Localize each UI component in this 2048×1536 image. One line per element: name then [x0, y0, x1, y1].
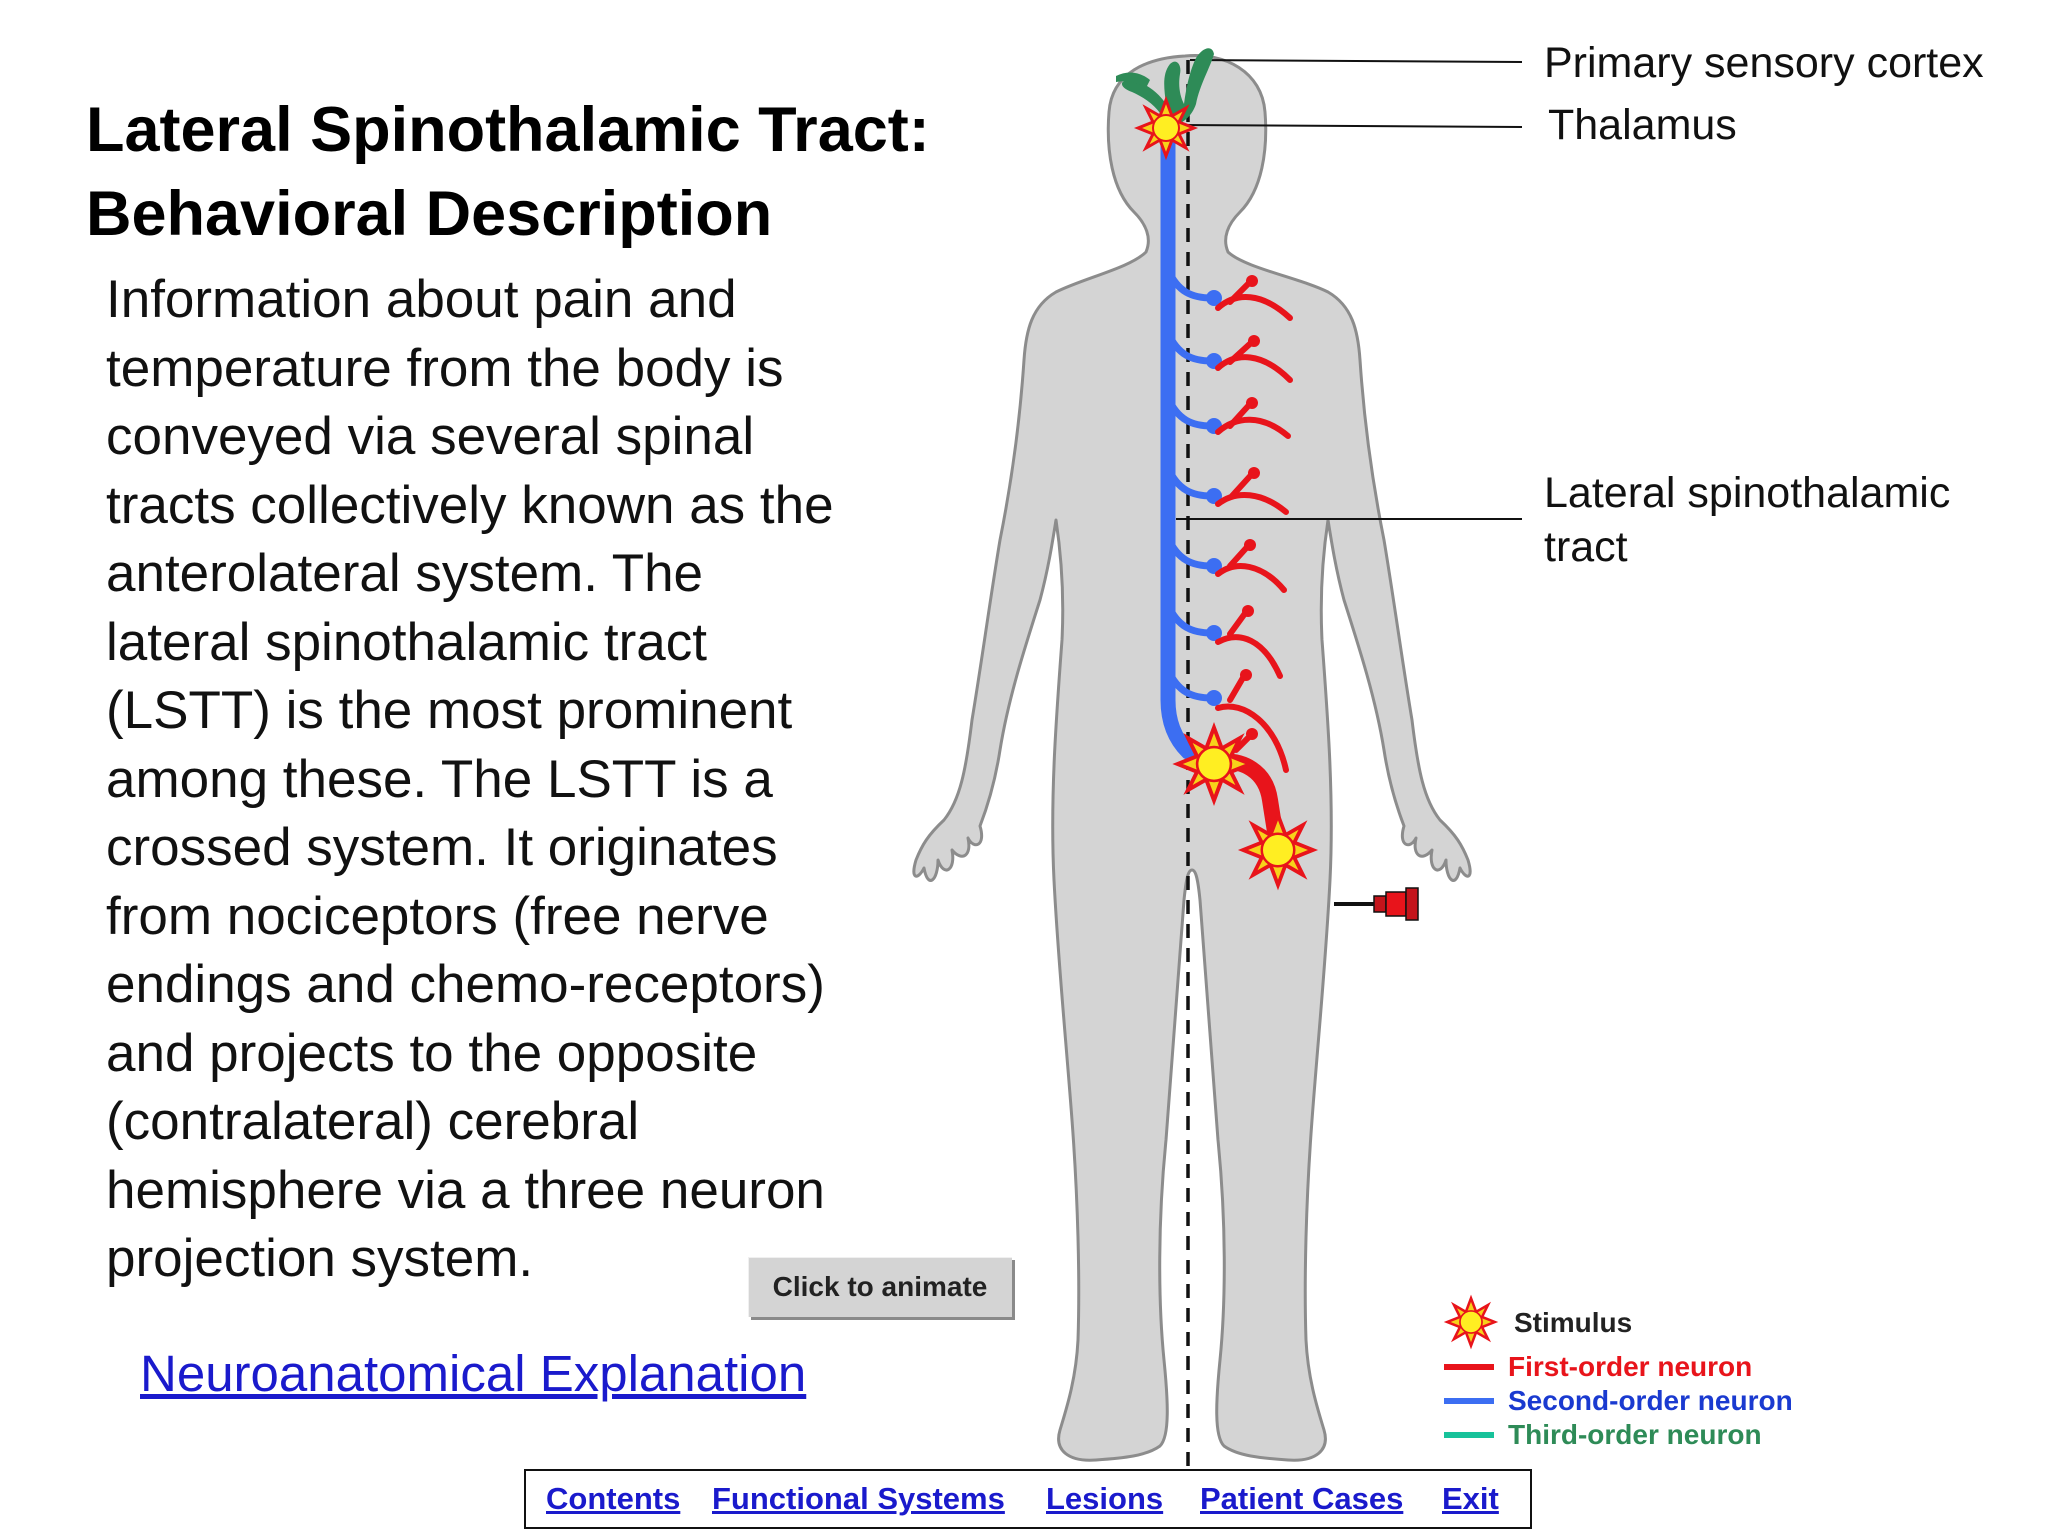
page-title: Lateral Spinothalamic Tract: Behavioral … [86, 88, 930, 256]
bottom-navigation: Contents Functional Systems Lesions Pati… [524, 1469, 1532, 1529]
ganglion-stimulus-icon [1241, 813, 1315, 887]
description-text: Information about pain and temperature f… [106, 266, 906, 1294]
legend-third-order: Third-order neuron [1444, 1418, 1762, 1452]
legend-stimulus-label: Stimulus [1514, 1307, 1633, 1338]
description-line: from nociceptors (free nerve [106, 886, 769, 946]
description-line: tracts collectively known as the [106, 475, 834, 535]
description-line: Information about pain and [106, 270, 737, 329]
description-line: hemisphere via a three neuron [106, 1160, 825, 1220]
title-line-1: Lateral Spinothalamic Tract: [86, 95, 930, 165]
description-line: among these. The LSTT is a [106, 749, 773, 809]
legend-first-order: First-order neuron [1444, 1350, 1752, 1384]
description-line: conveyed via several spinal [106, 407, 755, 466]
thalamus-stimulus-icon [1136, 98, 1196, 158]
cortex-label-text: Primary sensory cortex [1544, 39, 1984, 87]
title-line-2: Behavioral Description [86, 179, 773, 249]
first-order-neurons [1206, 275, 1293, 846]
third-order-neuron [1116, 48, 1214, 127]
description-line: projection system. [106, 1229, 534, 1288]
tract-label-line-1: Lateral spinothalamic [1544, 469, 1951, 517]
description-line: endings and chemo-receptors) [106, 955, 825, 1014]
nav-lesions-link[interactable]: Lesions [1046, 1481, 1164, 1516]
nav-patient-cases-link[interactable]: Patient Cases [1200, 1481, 1404, 1516]
thalamus-label-text: Thalamus [1548, 101, 1737, 149]
nav-functional-systems-link[interactable]: Functional Systems [712, 1481, 1005, 1516]
dorsal-horn-stimulus-icon [1175, 725, 1253, 803]
description-line: temperature from the body is [106, 338, 784, 398]
primary-sensory-cortex-label: Primary sensory cortex [1544, 36, 1984, 90]
description-line: anterolateral system. The [106, 544, 704, 603]
legend-second-order-swatch [1444, 1398, 1494, 1404]
nav-exit-link[interactable]: Exit [1442, 1481, 1499, 1516]
legend-stimulus-icon [1445, 1296, 1497, 1348]
legend-stimulus: Stimulus [1514, 1306, 1632, 1340]
legend-third-order-swatch [1444, 1432, 1494, 1438]
neuroanatomical-explanation-link[interactable]: Neuroanatomical Explanation [140, 1345, 807, 1402]
description-line: crossed system. It originates [106, 818, 778, 877]
legend-second-order-label: Second-order neuron [1508, 1385, 1793, 1416]
lateral-spinothalamic-tract-label: Lateral spinothalamic tract [1544, 466, 1950, 574]
description-line: (LSTT) is the most prominent [106, 681, 793, 740]
tract-label-line-2: tract [1544, 523, 1628, 571]
legend-second-order: Second-order neuron [1444, 1384, 1793, 1418]
nav-contents-link[interactable]: Contents [546, 1481, 681, 1516]
animate-button[interactable]: Click to animate [748, 1257, 1012, 1317]
thalamus-pointer-line [1177, 124, 1523, 128]
legend-first-order-label: First-order neuron [1508, 1351, 1753, 1382]
thalamus-label: Thalamus [1548, 98, 1737, 152]
description-line: lateral spinothalamic tract [106, 612, 707, 672]
legend-third-order-label: Third-order neuron [1508, 1419, 1762, 1450]
description-line: and projects to the opposite [106, 1023, 758, 1083]
legend-first-order-swatch [1444, 1364, 1494, 1370]
cortex-pointer-line [1189, 59, 1523, 63]
description-line: (contralateral) cerebral [106, 1092, 640, 1151]
needle-pin-icon [1334, 887, 1419, 921]
